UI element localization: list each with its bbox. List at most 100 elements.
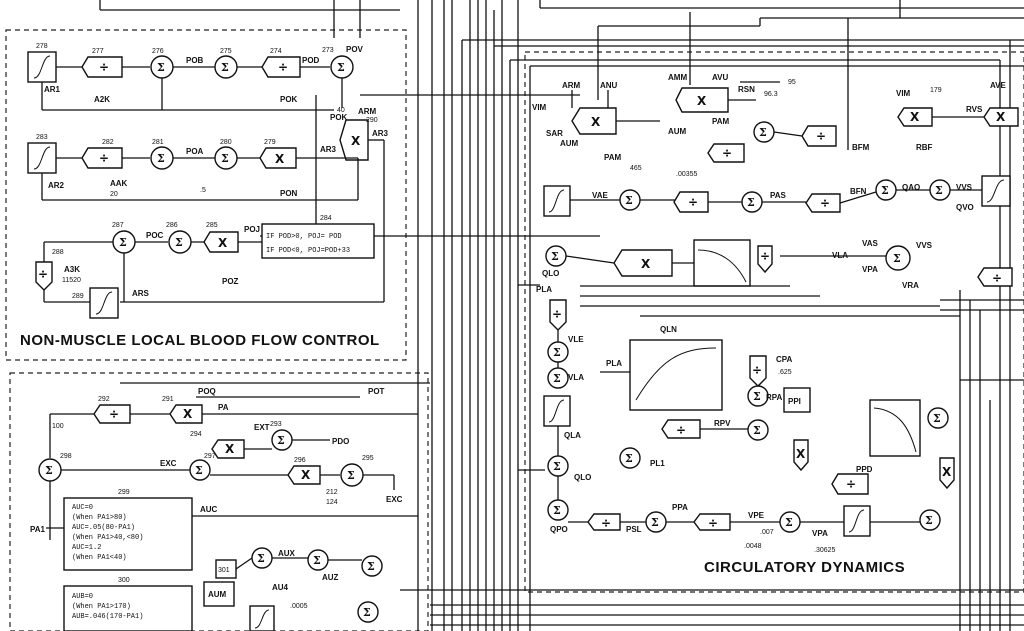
sym-sum-qao: Σ	[935, 184, 943, 197]
label-vim-right: VIM	[896, 89, 911, 98]
label-ar1: AR1	[44, 85, 61, 94]
label-vvs-top: VVS	[956, 183, 973, 192]
num-293: 293	[270, 421, 282, 428]
sym-sum-aub: Σ	[367, 560, 375, 573]
num-625: .625	[778, 369, 792, 376]
integrator-289-curve	[95, 291, 113, 315]
sym-sum-37: Σ	[759, 126, 767, 139]
multiplier-ave	[983, 107, 1019, 127]
label-pla-left: PLA	[536, 285, 552, 294]
sym-div-cpa: ÷	[752, 363, 762, 377]
num-273: 273	[322, 47, 334, 54]
integrator-lower	[249, 605, 275, 631]
sym-mul-anu: X	[697, 94, 707, 108]
eq-284-1: IF POD>0, POJ= POD	[266, 233, 342, 241]
integrator-vla	[543, 395, 571, 427]
divider-282	[81, 147, 123, 169]
label-cpa: CPA	[776, 355, 793, 364]
num-290: 290	[366, 117, 378, 124]
multiplier-arm	[571, 107, 617, 135]
eq-auc-4: (When PA1>40,<80)	[72, 534, 143, 542]
integrator-vvs-curve	[986, 179, 1005, 203]
num-278: 278	[36, 43, 48, 50]
sym-mul-vra: X	[942, 465, 952, 479]
num-289: 289	[72, 293, 84, 300]
label-ars: ARS	[132, 289, 150, 298]
sym-sum-aux2: Σ	[313, 554, 321, 567]
label-rbf: RBF	[916, 143, 933, 152]
sym-div-ppa: ÷	[708, 516, 718, 530]
integrator-289	[89, 287, 119, 319]
divider-292	[93, 404, 131, 424]
sym-div-upper: ÷	[760, 249, 770, 263]
num-291: 291	[162, 396, 174, 403]
summer-57	[619, 447, 641, 469]
label-pob: POB	[186, 56, 204, 65]
label-poj: POJ	[244, 225, 260, 234]
integrator-31	[543, 185, 571, 217]
divider-vae	[673, 191, 709, 213]
integrator-vvs	[981, 175, 1011, 207]
label-rpa: RPA	[766, 393, 783, 402]
num-100: 100	[52, 423, 64, 430]
integrator-vpa	[843, 505, 871, 537]
label-ar3: AR3	[372, 129, 389, 138]
cross-links	[120, 94, 1024, 626]
label-qla: QLA	[564, 431, 581, 440]
num-0048: .0048	[744, 543, 762, 550]
sym-div-pas: ÷	[820, 196, 830, 210]
label-arm: ARM	[358, 107, 377, 116]
sym-div-vae: ÷	[688, 195, 698, 209]
curve-upper	[697, 249, 747, 283]
num-007: .007	[760, 529, 774, 536]
sym-div-mid: ÷	[722, 146, 732, 160]
sym-sum-qlo: Σ	[553, 460, 561, 473]
label-qpo: QPO	[550, 525, 568, 534]
right-edge-lines	[580, 285, 1024, 631]
label-qvo: QVO	[956, 203, 974, 212]
num-299: 299	[118, 489, 130, 496]
multiplier-290	[339, 119, 369, 161]
label-pla: PLA	[606, 359, 622, 368]
num-282: 282	[102, 139, 114, 146]
sym-sum-32: Σ	[625, 194, 633, 207]
integrator-vla-curve	[548, 399, 565, 423]
label-ave: AVE	[990, 81, 1007, 90]
label-au4: AU4	[272, 583, 289, 592]
sym-mul-ave: X	[996, 110, 1006, 124]
multiplier-285	[203, 231, 239, 253]
eq-auc-6: (When PA1<40)	[72, 554, 127, 562]
sym-sum-lower-right: Σ	[363, 606, 371, 619]
summer-297	[189, 459, 211, 481]
label-vpa-b: VPA	[812, 529, 828, 538]
sym-mul-ppc: X	[796, 447, 806, 461]
sym-sum-281: Σ	[157, 152, 165, 165]
multiplier-294	[211, 439, 245, 459]
divider-pla	[549, 299, 567, 331]
divider-56	[661, 419, 701, 439]
box-aum	[203, 581, 235, 607]
num-5a: .5	[200, 187, 206, 194]
label-ppd: PPD	[856, 465, 873, 474]
sym-sum-297: Σ	[195, 464, 203, 477]
label-pok: POK	[280, 95, 298, 104]
box-300	[63, 585, 193, 631]
label-exc-b: EXC	[386, 495, 403, 504]
curve-pla	[635, 347, 717, 401]
label-vra: VRA	[902, 281, 919, 290]
label-rsn: RSN	[738, 85, 755, 94]
curve-box-ppc	[869, 399, 921, 457]
top-bus	[462, 0, 1024, 631]
multiplier-291	[169, 404, 203, 424]
multiplier-296	[287, 465, 321, 485]
title-circulatory: CIRCULATORY DYNAMICS	[704, 559, 905, 576]
sym-sum-295: Σ	[347, 469, 355, 482]
vertical-bus	[99, 0, 519, 631]
label-vae: VAE	[592, 191, 609, 200]
circulatory-boundary	[524, 51, 1024, 593]
num-20: 20	[110, 191, 118, 198]
sym-div-pla: ÷	[552, 307, 562, 321]
box-299	[63, 497, 193, 571]
sym-mul-arm: X	[591, 115, 601, 129]
label-qln: QLN	[660, 325, 677, 334]
